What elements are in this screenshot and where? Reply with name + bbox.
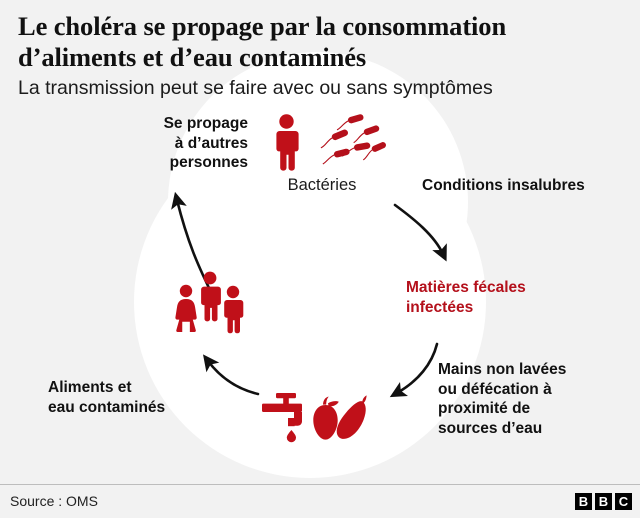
page-subtitle: La transmission peut se faire avec ou sa… xyxy=(18,77,493,99)
person-left-female-icon xyxy=(175,284,197,333)
apple-icon xyxy=(313,396,339,440)
footer: Source : OMS B B C xyxy=(0,485,640,518)
arrow-feces-to-food xyxy=(389,342,439,398)
squash-icon xyxy=(336,395,367,439)
label-unwashed-hands: Mains non lavées ou défécation à proximi… xyxy=(438,361,567,437)
person-silhouette-icon xyxy=(276,114,299,171)
label-infected-feces: Matières fécales infectées xyxy=(406,279,526,316)
label-spread-to-others: Se propage à d’autres personnes xyxy=(163,115,248,171)
group-of-people-icon xyxy=(168,270,252,336)
source-label: Source : OMS xyxy=(10,493,98,509)
bbc-logo-letter-3: C xyxy=(615,493,632,510)
person-with-bacteria-icon xyxy=(268,112,396,176)
faucet-icon xyxy=(262,393,302,443)
bbc-logo-letter-1: B xyxy=(575,493,592,510)
person-center-icon xyxy=(201,271,221,322)
bacteria-icon xyxy=(320,114,386,165)
arrow-bacteria-to-feces xyxy=(393,203,447,262)
cycle-diagram: Se propage à d’autres personnes Bactérie… xyxy=(0,52,640,478)
bbc-logo-letter-2: B xyxy=(595,493,612,510)
tap-and-food-icon xyxy=(262,390,378,444)
header: Le choléra se propage par la consommatio… xyxy=(0,0,640,110)
label-bacteria: Bactéries xyxy=(287,176,357,194)
footer-divider xyxy=(0,484,640,485)
label-unsanitary-conditions: Conditions insalubres xyxy=(422,177,585,194)
water-drop-icon xyxy=(286,430,296,443)
page-title: Le choléra se propage par la consommatio… xyxy=(18,11,507,72)
bbc-logo: B B C xyxy=(575,493,632,510)
person-right-male-icon xyxy=(224,285,244,334)
arrow-food-to-people xyxy=(203,354,260,396)
label-contaminated-food-water: Aliments et eau contaminés xyxy=(48,379,166,416)
